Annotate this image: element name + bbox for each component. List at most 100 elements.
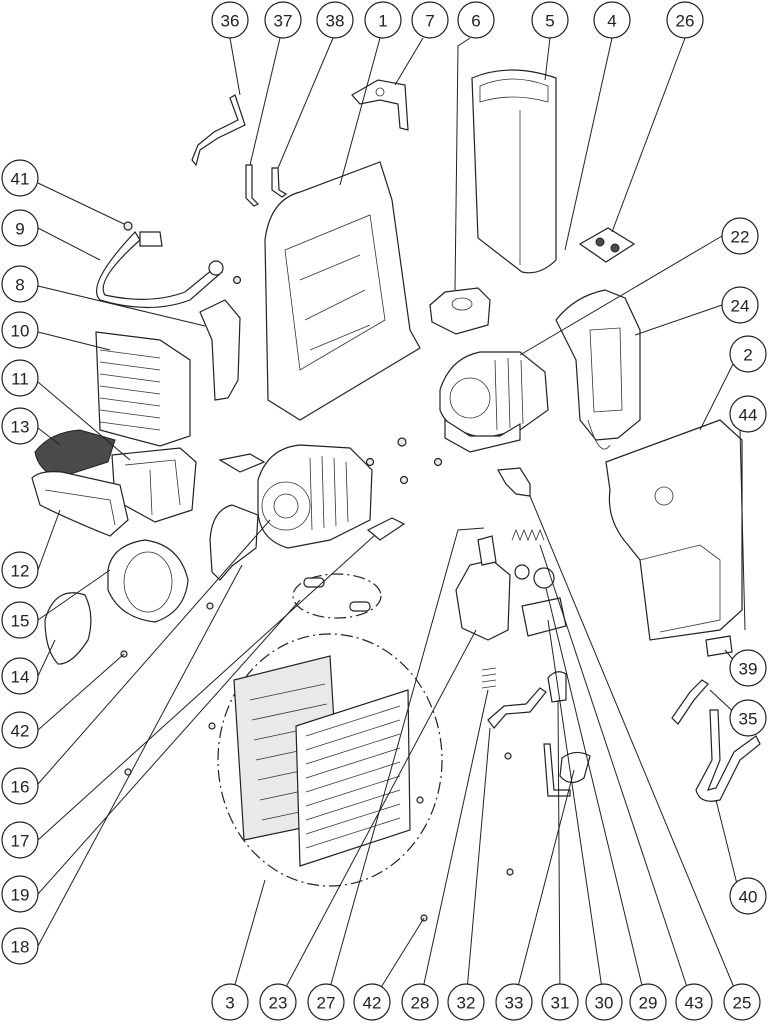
callout-label: 35: [739, 710, 758, 729]
callout-label: 7: [425, 12, 434, 31]
callout-label: 2: [743, 346, 752, 365]
callout-label: 38: [326, 12, 345, 31]
callout-10: 10: [1, 311, 39, 349]
part-31-valve: [547, 671, 567, 703]
callout-32: 32: [447, 983, 485, 1021]
part-35-wire: [671, 679, 709, 725]
callout-label: 24: [731, 297, 750, 316]
leader-23: [277, 629, 477, 1003]
callout-label: 43: [685, 994, 704, 1013]
leader-19: [37, 599, 301, 895]
leader-15: [37, 569, 111, 621]
leader-37: [249, 37, 281, 166]
leader-11: [37, 381, 131, 461]
callout-label: 33: [505, 994, 524, 1013]
part-1-frame-inner-b: [299, 254, 371, 351]
part-26-knob-b: [610, 243, 620, 253]
leader-4: [564, 37, 613, 251]
callout-label: 3: [225, 994, 234, 1013]
part-18-gasket-a: [303, 577, 325, 588]
callout-6: 6: [457, 1, 495, 39]
part-33-fitting: [559, 751, 591, 784]
part-5-water-tank: [471, 69, 557, 274]
callout-label: 1: [378, 12, 387, 31]
callout-37: 37: [264, 1, 302, 39]
part-32-tube: [487, 687, 547, 729]
callout-23: 23: [259, 983, 297, 1021]
callout-label: 23: [269, 994, 288, 1013]
part-24-detail: [589, 327, 623, 413]
leader-9: [37, 227, 101, 261]
part-17-bracket: [209, 504, 259, 581]
callout-3: 3: [211, 983, 249, 1021]
screw-e: [206, 602, 214, 610]
part-18-dashed-group: [292, 573, 382, 619]
callout-4: 4: [593, 1, 631, 39]
part-6-cup: [429, 287, 491, 335]
leader-22: [519, 235, 723, 356]
callout-2: 2: [729, 335, 767, 373]
part-1-frame-inner: [284, 214, 386, 371]
leader-36: [229, 37, 241, 96]
part-3-dashed-outline: [217, 633, 443, 887]
part-10-ribs: [99, 349, 161, 431]
callout-label: 17: [11, 832, 30, 851]
screw-a: [397, 437, 407, 447]
callout-13: 13: [1, 407, 39, 445]
part-43-spring: [511, 528, 545, 542]
part-6-cup-hole: [451, 297, 473, 311]
leader-14: [37, 639, 56, 677]
callout-label: 26: [676, 12, 695, 31]
screw-b: [365, 457, 375, 467]
leader-28: [419, 689, 489, 1003]
part-16-ring: [261, 481, 311, 531]
callout-label: 28: [411, 994, 430, 1013]
callout-label: 37: [274, 12, 293, 31]
leader-7: [394, 37, 424, 86]
callout-9: 9: [1, 209, 39, 247]
callout-label: 15: [11, 612, 30, 631]
callout-label: 39: [739, 660, 758, 679]
part-24-control-panel: [555, 289, 641, 441]
screw-d: [433, 457, 443, 467]
callout-label: 8: [15, 276, 24, 295]
leader-44: [739, 429, 746, 631]
callout-40: 40: [729, 877, 767, 915]
part-36-clip: [191, 94, 246, 167]
callout-label: 13: [11, 418, 30, 437]
part-38-clip: [271, 167, 288, 198]
part-24-wire: [587, 419, 611, 450]
part-2-inner: [639, 544, 721, 633]
part-7-bracket: [351, 79, 409, 131]
callout-42-left: 42: [1, 711, 39, 749]
part-16-thermoblock: [257, 444, 373, 549]
part-28-spring: [481, 667, 497, 689]
callout-label: 41: [11, 170, 30, 189]
callout-label: 27: [317, 994, 336, 1013]
callout-12: 12: [1, 551, 39, 589]
part-37-clip: [245, 164, 260, 207]
leader-26: [611, 37, 686, 233]
part-12-drip-tray: [31, 471, 129, 537]
part-30-gear: [514, 564, 530, 580]
screw-c: [399, 475, 409, 485]
callout-1: 1: [364, 1, 402, 39]
part-3-back-panel-ribs: [249, 683, 338, 821]
part-9-end-b: [208, 260, 224, 276]
leader-6: [454, 37, 471, 291]
part-22-motor: [439, 351, 549, 439]
callout-27: 27: [307, 983, 345, 1021]
callout-label: 30: [595, 994, 614, 1013]
part-23-nozzle: [477, 535, 497, 566]
callout-25: 25: [723, 983, 761, 1021]
part-22-coil: [494, 357, 524, 431]
callout-label: 5: [545, 12, 554, 31]
leader-29: [545, 587, 647, 1003]
leader-24: [634, 304, 723, 336]
leader-18: [37, 564, 243, 947]
part-1-main-frame: [264, 161, 421, 421]
callout-label: 19: [11, 886, 30, 905]
callout-33: 33: [495, 983, 533, 1021]
